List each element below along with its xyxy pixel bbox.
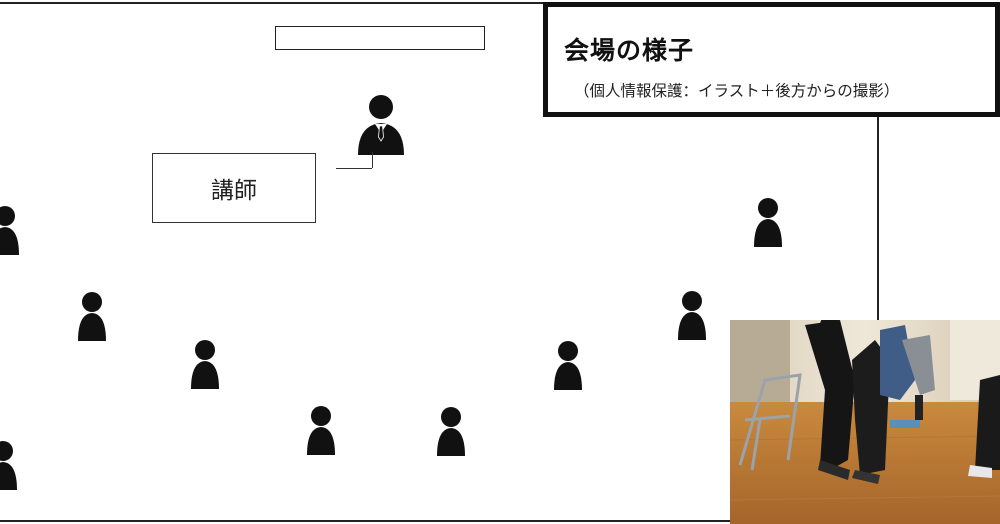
page-subtitle: （個人情報保護：イラスト＋後方からの撮影）: [574, 82, 900, 100]
callout-connector-line: [877, 117, 879, 323]
participant-icon: [78, 292, 106, 341]
blank-label-box: [275, 26, 485, 50]
diagram-top-border: [0, 2, 545, 4]
page-title: 会場の様子: [564, 36, 695, 65]
title-box: 会場の様子 （個人情報保護：イラスト＋後方からの撮影）: [543, 2, 1000, 117]
participant-icon: [191, 340, 219, 389]
participant-icon: [0, 441, 17, 490]
lecturer-leader-line-vertical: [372, 152, 373, 168]
participant-icon: [307, 406, 335, 455]
lecturer-icon: [358, 95, 404, 155]
participant-icon: [754, 198, 782, 247]
participant-icon: [0, 206, 19, 255]
venue-photo: [730, 320, 1000, 524]
participant-icon: [678, 291, 706, 340]
lecturer-leader-line: [336, 168, 372, 169]
participant-icon: [437, 407, 465, 456]
diagram-bottom-border: [0, 520, 730, 522]
lecturer-label-box: 講師: [152, 153, 316, 223]
participant-icon: [554, 341, 582, 390]
